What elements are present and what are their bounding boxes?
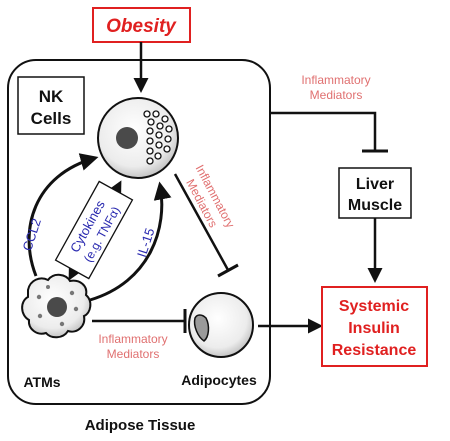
liver-label: Liver <box>356 176 394 193</box>
cells-label: Cells <box>31 109 72 128</box>
nk-to-adipocyte-bar <box>217 263 239 278</box>
liver-muscle-box <box>338 167 412 219</box>
adipose-tissue-container <box>7 59 271 405</box>
nk-cell-icon <box>97 97 179 179</box>
muscle-label: Muscle <box>348 197 402 214</box>
obesity-label: Obesity <box>106 16 177 37</box>
resistance-label: Resistance <box>332 342 417 359</box>
il15-arrow <box>89 181 172 302</box>
cytokines-box: Cytokines (e.g. TNFα) <box>54 180 134 280</box>
systemic-label: Systemic <box>339 298 409 315</box>
ccl2-label: CCL2 <box>19 216 44 252</box>
adipose-tissue-label: Adipose Tissue <box>85 417 196 434</box>
atms-label: ATMs <box>23 374 60 390</box>
inflam-top-label-1: Inflammatory <box>301 73 370 87</box>
systemic-box <box>321 286 428 367</box>
nk-to-adipocyte-inhibit <box>173 173 230 271</box>
adipocytes-label: Adipocytes <box>181 372 257 388</box>
insulin-label: Insulin <box>348 320 400 337</box>
inflam-bottom-label-2: Mediators <box>107 347 160 361</box>
adipocyte-icon <box>188 292 254 358</box>
ccl2-arrow <box>27 153 99 277</box>
atm-cell-icon <box>21 273 92 339</box>
tissue-to-liver-inhibit <box>270 111 377 150</box>
inflam-bottom-label-1: Inflammatory <box>98 332 167 346</box>
nk-cells-box <box>17 76 85 135</box>
inflam-top-label-2: Mediators <box>310 88 363 102</box>
nk-label: NK <box>39 87 64 106</box>
